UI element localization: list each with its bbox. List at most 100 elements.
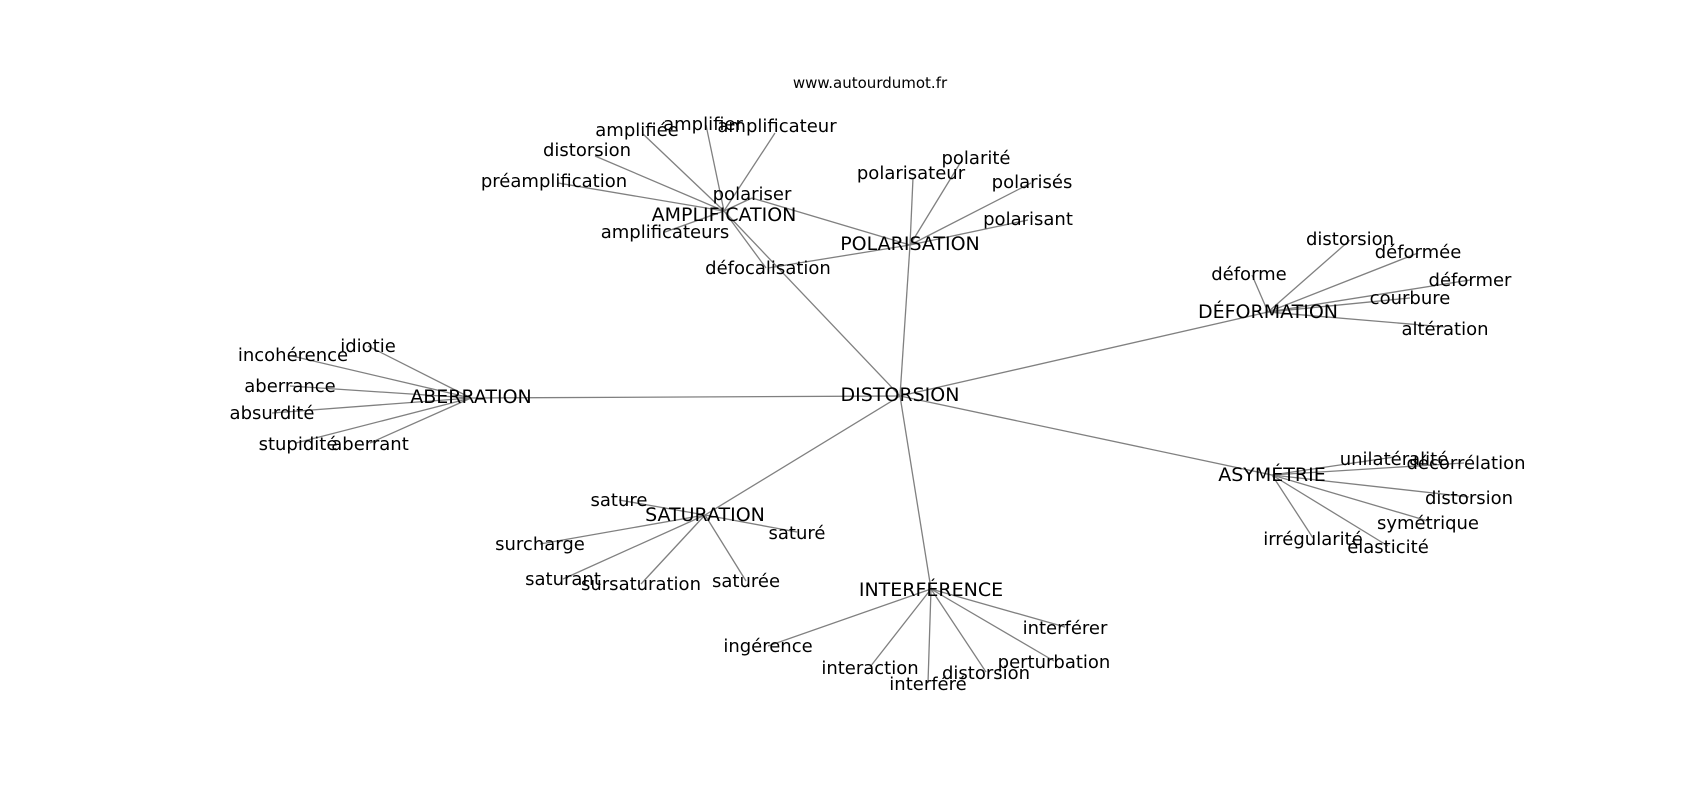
edge-center-asymetrie [899, 395, 1273, 476]
leaf-node-aberration-2[interactable]: aberrance [244, 376, 335, 397]
edge-deformation-leaf-5 [1267, 311, 1446, 328]
hub-node-interference[interactable]: INTERFÉRENCE [859, 578, 1003, 601]
edge-deformation-leaf-3 [1267, 279, 1471, 313]
leaf-node-amplification-0[interactable]: amplifiée [595, 120, 678, 141]
leaf-node-polarisation-1[interactable]: polarité [941, 148, 1010, 169]
leaf-node-saturation-0[interactable]: sature [591, 490, 648, 511]
leaf-node-interference-5[interactable]: interféré [889, 674, 966, 695]
hub-node-amplification[interactable]: AMPLIFICATION [652, 204, 797, 226]
edge-asymetrie-leaf-5 [1271, 474, 1389, 547]
edge-interference-leaf-2 [930, 588, 1055, 662]
edge-asymetrie-leaf-2 [1271, 474, 1470, 498]
edge-interference-leaf-1 [767, 588, 932, 647]
hub-node-polarisation[interactable]: POLARISATION [840, 233, 980, 255]
leaf-node-aberration-4[interactable]: stupidité [259, 434, 338, 455]
edge-aberration-leaf-5 [369, 397, 472, 444]
leaf-node-amplification-2[interactable]: amplificateur [717, 116, 837, 137]
leaf-node-aberration-3[interactable]: absurdité [230, 403, 315, 424]
graph-edges [271, 124, 1471, 684]
edge-interference-leaf-5 [927, 588, 932, 684]
edge-asymetrie-leaf-1 [1271, 462, 1465, 476]
edge-saturation-leaf-5 [704, 514, 747, 582]
leaf-node-amplification-1[interactable]: amplifier [663, 114, 743, 135]
edge-amplification-leaf-5 [723, 197, 753, 212]
edge-center-amplification [723, 210, 901, 397]
edge-asymetrie-leaf-0 [1271, 456, 1395, 476]
edge-center-aberration [470, 395, 901, 399]
center-node-distorsion[interactable]: DISTORSION [841, 384, 960, 406]
leaf-node-amplification-7[interactable]: défocalisation [705, 258, 831, 279]
edge-amplification-leaf-3 [594, 155, 725, 212]
leaf-node-amplification-4[interactable]: préamplification [481, 171, 627, 192]
leaf-node-asymetrie-1[interactable]: décorrélation [1406, 453, 1525, 474]
leaf-node-deformation-1[interactable]: déformée [1375, 242, 1462, 263]
hub-node-aberration[interactable]: ABERRATION [410, 386, 532, 408]
leaf-node-interference-3[interactable]: interaction [821, 658, 918, 679]
edge-amplification-leaf-1 [705, 124, 725, 212]
edge-saturation-leaf-3 [562, 514, 706, 580]
edge-center-deformation [899, 311, 1269, 397]
leaf-node-amplification-5[interactable]: polariser [713, 184, 792, 205]
edge-saturation-leaf-0 [618, 499, 706, 516]
edge-deformation-leaf-2 [1251, 274, 1269, 313]
edge-center-saturation [704, 395, 901, 516]
edge-center-interference [899, 395, 932, 590]
leaf-node-polarisation-0[interactable]: polarisateur [857, 163, 966, 184]
leaf-node-saturation-4[interactable]: sursaturation [581, 574, 701, 595]
edge-amplification-leaf-7 [723, 210, 767, 269]
leaf-node-saturation-3[interactable]: saturant [525, 569, 601, 590]
leaf-node-asymetrie-5[interactable]: élasticité [1347, 537, 1429, 558]
graph-labels: www.autourdumot.fr AMPLIFICATION amplifié… [230, 74, 1526, 695]
leaf-node-interference-4[interactable]: distorsion [942, 663, 1030, 684]
leaf-node-aberration-5[interactable]: aberrant [331, 434, 409, 455]
leaf-node-deformation-3[interactable]: déformer [1429, 270, 1513, 291]
edge-aberration-leaf-3 [271, 397, 472, 414]
edge-amplification-leaf-0 [642, 133, 725, 212]
leaf-node-aberration-1[interactable]: incohérence [238, 345, 348, 366]
edge-amplification-leaf-4 [557, 182, 725, 212]
leaf-node-asymetrie-3[interactable]: symétrique [1377, 513, 1479, 534]
leaf-node-asymetrie-4[interactable]: irrégularité [1263, 529, 1363, 550]
edge-aberration-leaf-0 [367, 345, 472, 399]
leaf-node-interference-1[interactable]: ingérence [723, 636, 812, 657]
leaf-node-polarisation-3[interactable]: polarisant [983, 209, 1073, 230]
edge-interference-leaf-4 [930, 588, 987, 673]
hub-node-saturation[interactable]: SATURATION [645, 504, 765, 526]
edge-deformation-leaf-0 [1267, 239, 1351, 313]
edge-asymetrie-leaf-3 [1271, 474, 1429, 522]
edge-saturation-leaf-4 [640, 514, 706, 585]
leaf-node-asymetrie-0[interactable]: unilatéralité [1340, 449, 1449, 470]
leaf-node-saturation-2[interactable]: surcharge [495, 534, 585, 555]
leaf-node-deformation-0[interactable]: distorsion [1306, 229, 1394, 250]
leaf-node-deformation-2[interactable]: déforme [1211, 264, 1287, 285]
hub-node-deformation[interactable]: DÉFORMATION [1198, 300, 1338, 323]
leaf-node-interference-0[interactable]: interférer [1023, 618, 1108, 639]
leaf-node-amplification-3[interactable]: distorsion [543, 140, 631, 161]
leaf-node-polarisation-2[interactable]: polarisés [992, 172, 1073, 193]
edge-interference-leaf-3 [869, 588, 932, 668]
leaf-node-saturation-5[interactable]: saturée [712, 571, 780, 592]
edge-aberration-leaf-1 [291, 355, 472, 399]
leaf-node-deformation-4[interactable]: courbure [1370, 288, 1451, 309]
edge-interference-leaf-0 [930, 588, 1066, 628]
edge-polarisation-leaf-0 [909, 177, 914, 246]
leaf-node-asymetrie-2[interactable]: distorsion [1425, 488, 1513, 509]
edge-polarisation-leaf-2 [909, 182, 1032, 246]
site-credit: www.autourdumot.fr [793, 74, 948, 92]
leaf-node-deformation-5[interactable]: altération [1401, 319, 1488, 340]
edge-polarisation-leaf-5 [751, 197, 911, 246]
leaf-node-interference-2[interactable]: perturbation [998, 652, 1111, 673]
edge-saturation-leaf-2 [539, 514, 706, 545]
hub-node-asymetrie[interactable]: ASYMÉTRIE [1218, 463, 1325, 486]
leaf-node-aberration-0[interactable]: idiotie [340, 336, 396, 357]
edge-aberration-leaf-4 [295, 397, 472, 444]
leaf-node-amplification-6[interactable]: amplificateurs [601, 222, 730, 243]
leaf-node-saturation-1[interactable]: saturé [769, 523, 826, 544]
edge-deformation-leaf-1 [1267, 252, 1419, 313]
edge-amplification-leaf-2 [723, 132, 776, 212]
edge-aberration-leaf-2 [289, 385, 472, 399]
edge-polarisation-leaf-4 [767, 244, 911, 269]
edge-polarisation-leaf-1 [909, 159, 963, 246]
edge-saturation-leaf-1 [704, 514, 798, 533]
